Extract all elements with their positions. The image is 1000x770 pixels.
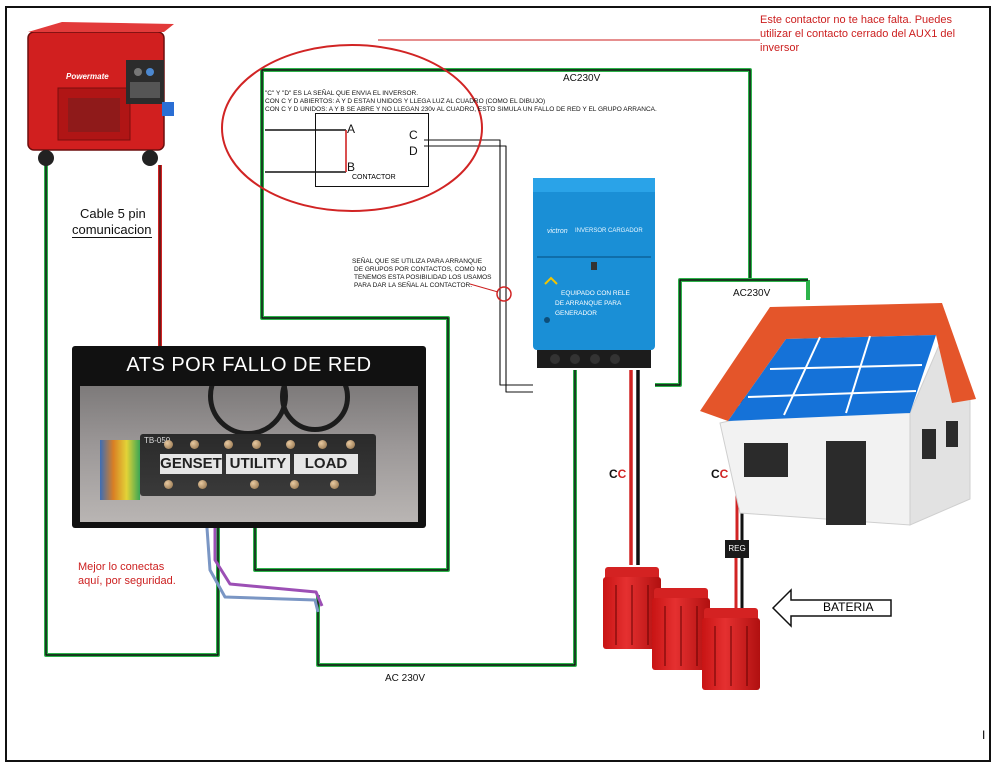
- inverter-text-3: GENERADOR: [555, 310, 597, 317]
- battery-arrow: BATERIA: [771, 588, 893, 628]
- ats-photo: TB-050 GENSET UTILITY LOAD: [80, 386, 418, 522]
- strip-label-utility: UTILITY: [226, 454, 290, 474]
- signal-note-line-2: DE GRUPOS POR CONTACTOS, COMO NO: [354, 266, 487, 273]
- inverter-text-1: EQUIPADO CON RELE: [561, 290, 630, 297]
- top-note-line-3: inversor: [760, 42, 800, 54]
- top-note-line-1: Este contactor no te hace falta. Puedes: [760, 14, 953, 26]
- cable-label: Cable 5 pin: [80, 206, 146, 221]
- inverter-charger-image: victron INVERSOR CARGADOR EQUIPADO CON R…: [531, 178, 657, 370]
- inverter-brand: victron: [547, 228, 568, 235]
- contactor-note-line-1: "C" Y "D" ES LA SEÑAL QUE ENVIA EL INVER…: [265, 90, 419, 97]
- signal-note-line-3: TENEMOS ESTA POSIBILIDAD LOS USAMOS: [354, 274, 492, 281]
- inverter-title: INVERSOR CARGADOR: [575, 228, 643, 234]
- battery-2: [652, 588, 710, 670]
- signal-note-line-1: SEÑAL QUE SE UTILIZA PARA ARRANQUE: [352, 258, 483, 265]
- cable-coil: [280, 386, 350, 432]
- terminal-a: A: [347, 122, 356, 136]
- ac230v-bottom-label: AC 230V: [385, 673, 426, 684]
- cc-label-house: CC: [711, 467, 729, 481]
- ac230v-top-label: AC230V: [563, 73, 601, 84]
- battery-1: [603, 567, 661, 649]
- terminal-c: C: [409, 128, 418, 142]
- diagram-frame: [5, 6, 991, 762]
- house-image: [700, 303, 980, 543]
- contactor-box: A B C D CONTACTOR: [315, 113, 429, 187]
- generator-brand: Powermate: [66, 72, 109, 81]
- top-note-line-2: utilizar el contacto cerrado del AUX1 de…: [760, 28, 956, 40]
- tip-note-line-1: Mejor lo conectas: [78, 561, 165, 573]
- battery-label: BATERIA: [823, 600, 874, 614]
- contactor-note-line-2: CON C Y D ABIERTOS: A Y D ESTAN UNIDOS Y…: [265, 98, 546, 105]
- contactor-note-line-3: CON C Y D UNIDOS: A Y B SE ABRE Y NO LLE…: [265, 106, 657, 113]
- terminal-d: D: [409, 144, 418, 158]
- inverter-text-2: DE ARRANQUE PARA: [555, 300, 622, 307]
- cable-coil: [208, 386, 288, 436]
- tip-note-line-2: aquí, por seguridad.: [78, 575, 176, 587]
- terminal-strip: TB-050 GENSET UTILITY LOAD: [140, 434, 376, 496]
- cc-label-inverter: CC: [609, 467, 627, 481]
- ats-title: ATS POR FALLO DE RED: [126, 354, 372, 376]
- contactor-label: CONTACTOR: [352, 174, 396, 181]
- regulator-box: REG: [725, 540, 749, 558]
- signal-note-line-4: PARA DAR LA SEÑAL AL CONTACTOR.: [354, 282, 472, 289]
- cable-label-2: comunicacion: [72, 222, 152, 238]
- corner-mark: I: [982, 728, 986, 742]
- ats-model: TB-050: [144, 436, 171, 445]
- multicolor-wires: [100, 440, 140, 500]
- terminal-b: B: [347, 160, 356, 174]
- strip-label-genset: GENSET: [160, 454, 222, 474]
- strip-label-load: LOAD: [294, 454, 358, 474]
- ats-panel: ATS POR FALLO DE RED TB-050 GENSET UTILI…: [72, 346, 426, 528]
- battery-3: [702, 608, 760, 690]
- generator-image: Powermate: [22, 20, 174, 168]
- ac230v-right-label: AC230V: [733, 288, 771, 299]
